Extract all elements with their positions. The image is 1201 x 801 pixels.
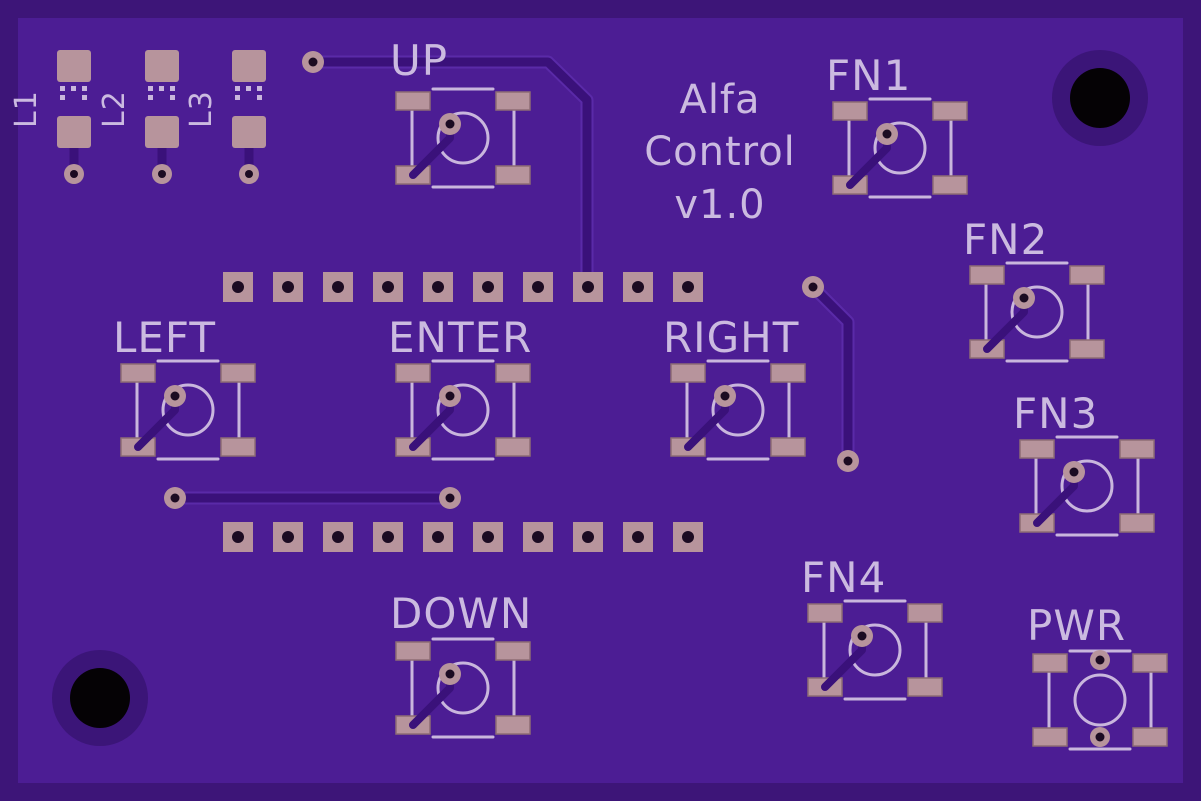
title-version: v1.0 bbox=[674, 182, 765, 228]
tactile-button-up[interactable]: UP bbox=[390, 36, 531, 189]
header-pin bbox=[323, 522, 353, 552]
header-pin bbox=[423, 272, 453, 302]
led-l1: L1 bbox=[9, 50, 91, 184]
header-pin bbox=[273, 522, 303, 552]
tactile-button-fn1[interactable]: FN1 bbox=[826, 51, 968, 199]
header-pin bbox=[373, 272, 403, 302]
pin-header-bottom bbox=[223, 522, 703, 552]
button-label-pwr: PWR bbox=[1027, 601, 1126, 650]
header-pin bbox=[473, 522, 503, 552]
button-label-down: DOWN bbox=[390, 589, 532, 638]
tactile-button-fn2[interactable]: FN2 bbox=[963, 215, 1105, 363]
led-label-l1: L1 bbox=[9, 90, 44, 128]
via bbox=[439, 487, 461, 509]
trace bbox=[808, 282, 853, 466]
via bbox=[302, 51, 324, 73]
led-label-l2: L2 bbox=[97, 90, 132, 128]
header-pin bbox=[673, 272, 703, 302]
header-pin bbox=[373, 522, 403, 552]
header-pin bbox=[623, 272, 653, 302]
mounting-hole-bottom-left bbox=[52, 650, 148, 746]
button-label-right: RIGHT bbox=[663, 313, 799, 362]
board-surface bbox=[18, 18, 1183, 783]
header-pin bbox=[473, 272, 503, 302]
header-pin bbox=[323, 272, 353, 302]
led-group: L1 L2 L3 bbox=[9, 50, 266, 184]
pin-header-top bbox=[223, 272, 703, 302]
header-pin bbox=[573, 272, 603, 302]
via bbox=[802, 276, 824, 298]
button-label-fn4: FN4 bbox=[801, 553, 886, 602]
led-l2: L2 bbox=[97, 50, 179, 184]
header-pin bbox=[423, 522, 453, 552]
header-pin bbox=[623, 522, 653, 552]
button-label-fn1: FN1 bbox=[826, 51, 911, 100]
button-label-up: UP bbox=[390, 36, 448, 85]
title-line-2: Control bbox=[644, 129, 796, 175]
tactile-button-enter[interactable]: ENTER bbox=[388, 313, 532, 461]
header-pin bbox=[523, 522, 553, 552]
header-pin bbox=[523, 272, 553, 302]
tactile-button-down[interactable]: DOWN bbox=[390, 589, 532, 739]
board-title: Alfa Control v1.0 bbox=[644, 77, 796, 228]
tactile-button-fn4[interactable]: FN4 bbox=[801, 553, 943, 701]
tactile-button-pwr[interactable]: PWR bbox=[1027, 601, 1168, 751]
title-line-1: Alfa bbox=[679, 77, 760, 123]
mounting-hole-top-right bbox=[1052, 50, 1148, 146]
header-pin bbox=[223, 522, 253, 552]
trace bbox=[308, 57, 592, 292]
header-pin bbox=[673, 522, 703, 552]
button-label-fn2: FN2 bbox=[963, 215, 1048, 264]
tactile-button-right[interactable]: RIGHT bbox=[663, 313, 806, 461]
header-pin bbox=[573, 522, 603, 552]
header-pin bbox=[273, 272, 303, 302]
via bbox=[164, 487, 186, 509]
via bbox=[837, 450, 859, 472]
tactile-button-left[interactable]: LEFT bbox=[113, 313, 256, 461]
button-label-left: LEFT bbox=[113, 313, 216, 362]
vias bbox=[164, 51, 859, 509]
header-pin bbox=[223, 272, 253, 302]
led-l3: L3 bbox=[184, 50, 266, 184]
button-label-fn3: FN3 bbox=[1013, 389, 1098, 438]
led-label-l3: L3 bbox=[184, 90, 219, 128]
button-label-enter: ENTER bbox=[388, 313, 532, 362]
tactile-button-fn3[interactable]: FN3 bbox=[1013, 389, 1155, 537]
copper-traces bbox=[168, 55, 855, 505]
